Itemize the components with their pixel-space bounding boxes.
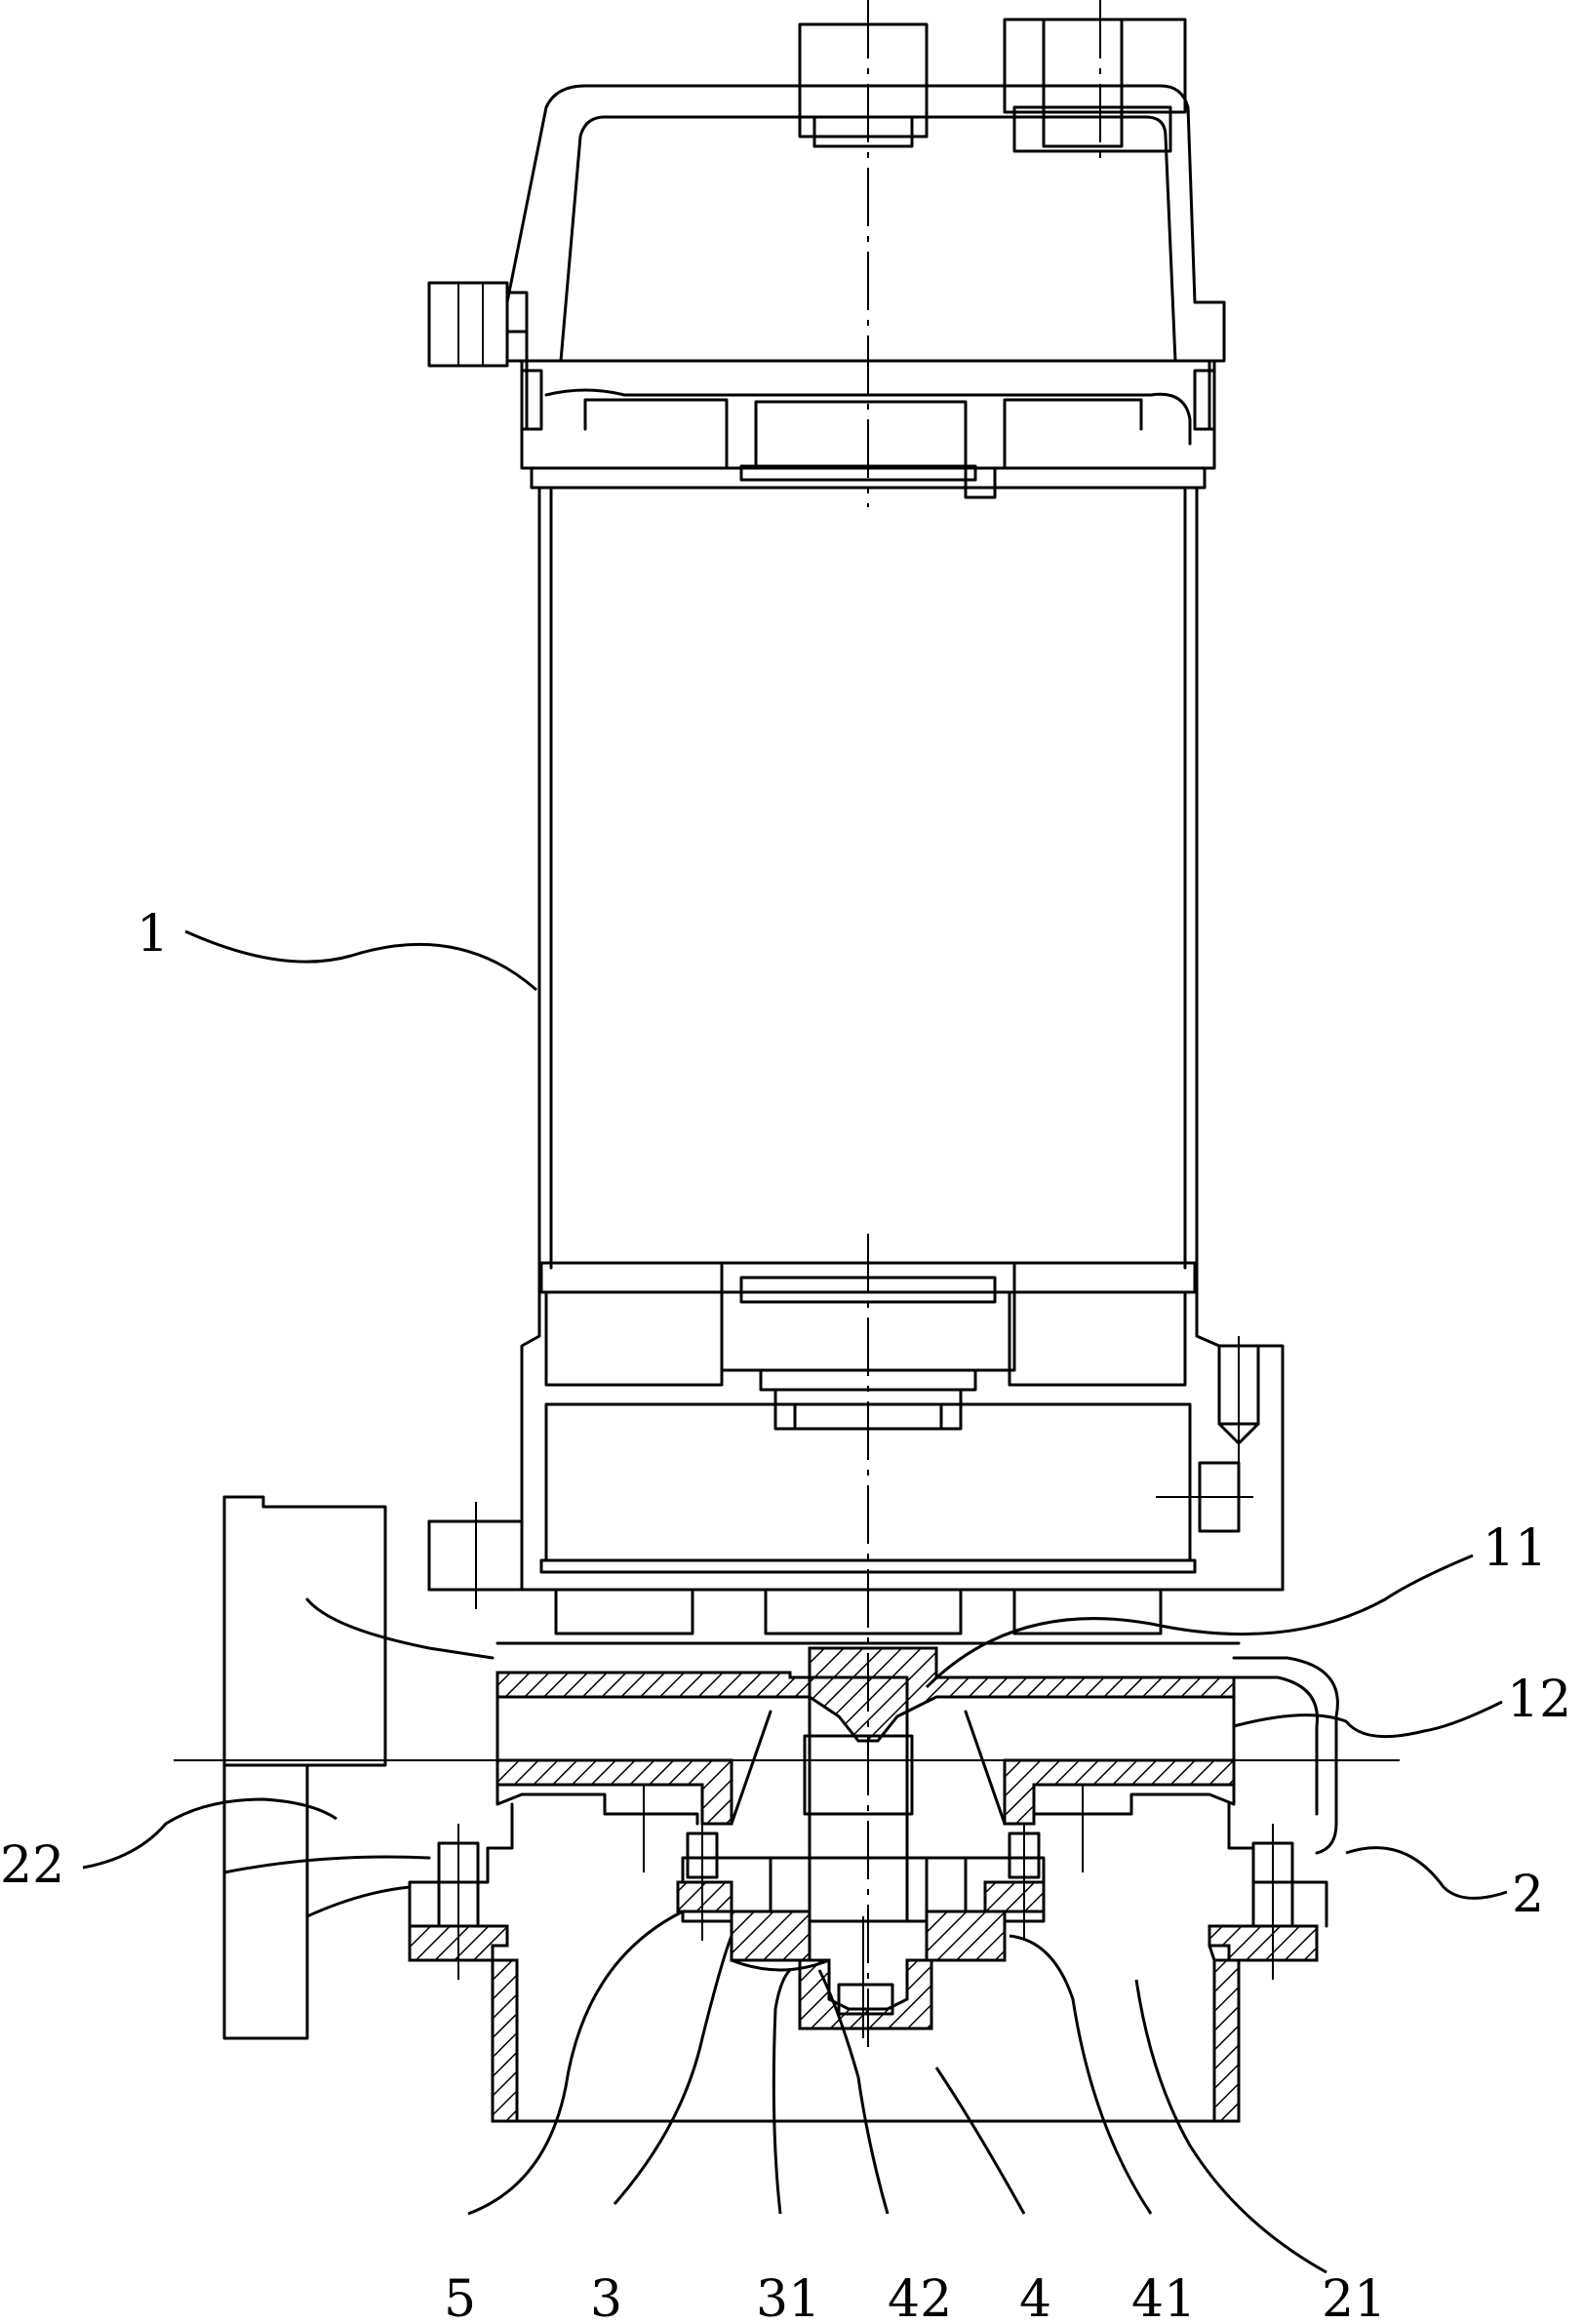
label-22: 22 (0, 1836, 64, 1895)
label-2: 2 (1512, 1866, 1544, 1924)
centerlines (174, 0, 1400, 2048)
label-31: 31 (756, 2270, 820, 2324)
motor-top-cover (427, 18, 1226, 499)
leader-lines (82, 929, 1508, 2274)
label-41: 41 (1131, 2270, 1196, 2324)
lower-bearing-housing (427, 1261, 1285, 1609)
seal-assembly (676, 1824, 1046, 2038)
label-5: 5 (444, 2270, 476, 2324)
label-12: 12 (1507, 1671, 1571, 1729)
motor-housing (530, 466, 1207, 1270)
impeller (495, 1646, 1339, 1923)
label-1: 1 (137, 905, 169, 964)
base-flange (427, 1588, 1285, 1645)
label-11: 11 (1483, 1519, 1547, 1578)
pump-casing (408, 1783, 1328, 2123)
discharge-pipe (222, 1495, 495, 2040)
label-4: 4 (1019, 2270, 1051, 2324)
label-21: 21 (1322, 2270, 1386, 2324)
label-42: 42 (888, 2270, 952, 2324)
callout-labels: 1 11 12 2 22 21 5 3 31 42 4 41 (0, 905, 1571, 2324)
label-3: 3 (590, 2270, 622, 2324)
